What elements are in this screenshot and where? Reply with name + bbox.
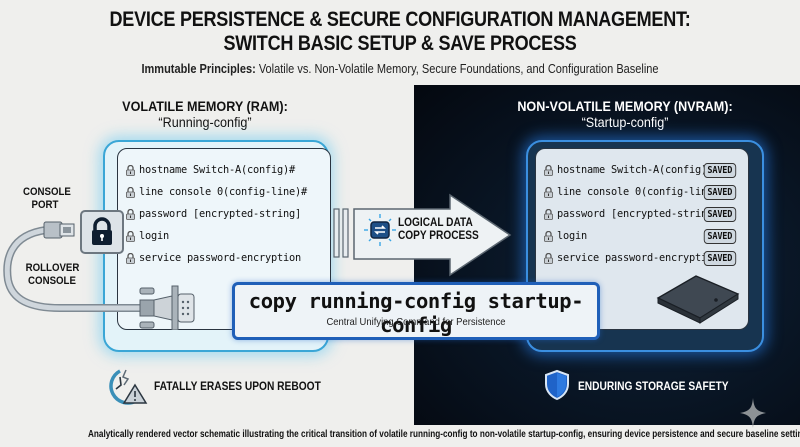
sparkle-icon	[740, 398, 766, 428]
rollover-cable	[3, 221, 195, 330]
running-config-list: hostname Switch-A(config)# line console 0…	[126, 159, 307, 269]
console-port-label-line1: CONSOLE	[23, 186, 71, 198]
padlock-icon	[126, 252, 135, 264]
config-line: hostname Switch-A(config)#	[126, 159, 307, 181]
saved-badge: SAVED	[704, 250, 737, 266]
config-line-text: password [encrypted-string]	[139, 208, 301, 220]
console-port-label: CONSOLE PORT	[23, 186, 71, 212]
title-line-2: SWITCH BASIC SETUP & SAVE PROCESS	[223, 32, 577, 55]
config-line-text: login	[139, 230, 169, 242]
padlock-icon	[544, 252, 553, 264]
config-line-text: password [encrypted-string]	[557, 208, 719, 220]
volatile-heading-subtitle: “Running-config”	[158, 114, 252, 130]
config-line: login	[126, 225, 307, 247]
padlock-icon	[126, 230, 135, 242]
volatile-status: FATALLY ERASES UPON REBOOT	[154, 379, 321, 393]
copy-command-box: copy running-config startup-config Centr…	[232, 282, 600, 340]
config-line: line console 0(config-line)#SAVED	[544, 181, 744, 203]
config-line: login SAVED	[544, 225, 744, 247]
saved-badge: SAVED	[704, 228, 737, 244]
config-line-text: service password-encryption	[139, 252, 301, 264]
footnote: Analytically rendered vector schematic i…	[88, 428, 800, 440]
volatile-heading: VOLATILE MEMORY (RAM): “Running-config”	[120, 98, 291, 130]
arrow-label: LOGICAL DATA COPY PROCESS	[398, 217, 479, 243]
memory-chip-icon	[656, 275, 740, 324]
arrow-label-line1: LOGICAL DATA	[398, 217, 473, 229]
saved-badge: SAVED	[704, 184, 737, 200]
config-line-text: line console 0(config-line)#	[139, 186, 307, 198]
console-port	[80, 210, 124, 254]
nvram-heading-subtitle: “Startup-config”	[581, 114, 669, 130]
rollover-label-line2: CONSOLE	[28, 275, 76, 287]
padlock-icon	[544, 186, 553, 198]
console-port-label-line2: PORT	[31, 199, 59, 211]
saved-badge: SAVED	[704, 206, 737, 222]
padlock-icon	[126, 164, 135, 176]
subtitle: Immutable Principles: Volatile vs. Non-V…	[48, 62, 752, 76]
copy-arrow	[333, 193, 512, 277]
rollover-label-line1: ROLLOVER	[25, 262, 80, 274]
lock-icon	[92, 217, 112, 245]
arrow-label-line2: COPY PROCESS	[398, 230, 479, 242]
copy-command-caption: Central Unifying Command for Persistence	[326, 316, 506, 328]
config-line-text: hostname Switch-A(config)#	[139, 164, 295, 176]
subtitle-text: Volatile vs. Non-Volatile Memory, Secure…	[255, 62, 659, 76]
padlock-icon	[544, 164, 553, 176]
copy-command: copy running-config startup-config	[248, 289, 584, 337]
nvram-heading-title: NON-VOLATILE MEMORY (NVRAM):	[517, 98, 733, 114]
broken-clock-warning-icon	[109, 369, 148, 405]
config-line-text: service password-encryption	[557, 252, 719, 264]
db9-connector-icon	[139, 285, 195, 330]
padlock-icon	[126, 208, 135, 220]
shield-icon	[545, 369, 569, 401]
config-line: hostname Switch-A(config)#SAVED	[544, 159, 744, 181]
config-line: password [encrypted-string]SAVED	[544, 203, 744, 225]
padlock-icon	[126, 186, 135, 198]
nvram-heading: NON-VOLATILE MEMORY (NVRAM): “Startup-co…	[513, 98, 738, 130]
subtitle-label: Immutable Principles:	[141, 62, 256, 76]
config-line: password [encrypted-string]	[126, 203, 307, 225]
config-line-text: line console 0(config-line)#	[557, 186, 725, 198]
rj45-connector-icon	[43, 221, 75, 239]
saved-badge: SAVED	[704, 162, 737, 178]
config-line: service password-encryption	[126, 247, 307, 269]
nvram-status: ENDURING STORAGE SAFETY	[578, 379, 729, 393]
data-transfer-icon	[364, 214, 396, 246]
volatile-heading-title: VOLATILE MEMORY (RAM):	[122, 98, 288, 114]
config-line-text: hostname Switch-A(config)#	[557, 164, 713, 176]
title-line-1: DEVICE PERSISTENCE & SECURE CONFIGURATIO…	[109, 8, 691, 31]
rollover-console-label: ROLLOVER CONSOLE	[25, 262, 80, 288]
config-line: line console 0(config-line)#	[126, 181, 307, 203]
padlock-icon	[544, 230, 553, 242]
page-title: DEVICE PERSISTENCE & SECURE CONFIGURATIO…	[56, 8, 744, 56]
config-line-text: login	[557, 230, 587, 242]
padlock-icon	[544, 208, 553, 220]
